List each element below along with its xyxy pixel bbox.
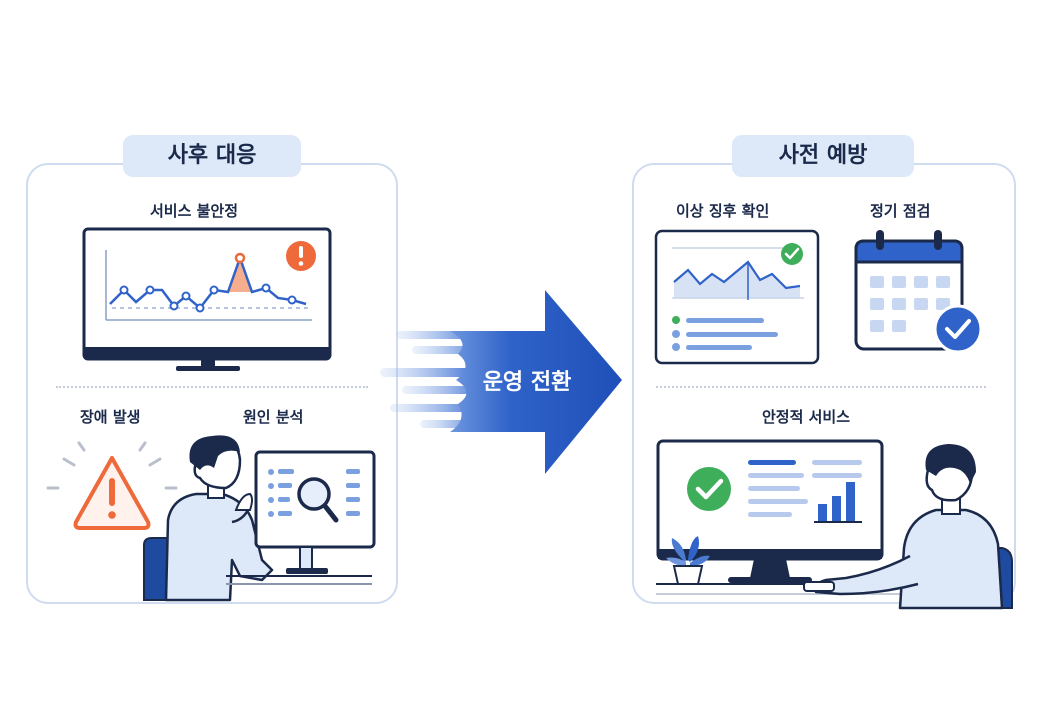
reactive-title: 사후 대응 <box>123 135 301 177</box>
root-cause-label: 원인 분석 <box>243 408 304 426</box>
stable-service-label: 안정적 서비스 <box>762 408 851 426</box>
regular-check-label: 정기 점검 <box>870 202 931 220</box>
anomaly-label: 이상 징후 확인 <box>676 202 770 220</box>
magnifier-icon <box>297 477 339 523</box>
right-divider <box>656 386 986 388</box>
analyst-person <box>143 435 274 602</box>
service-unstable-label: 서비스 불안정 <box>150 202 239 220</box>
proactive-title: 사전 예방 <box>732 135 914 177</box>
operator-person <box>803 444 1013 610</box>
alert-icon <box>286 241 316 271</box>
transition-label: 운영 전환 <box>482 370 572 395</box>
unstable-monitor <box>82 227 332 371</box>
transition-arrow <box>380 290 622 474</box>
anomaly-check-icon <box>781 243 803 265</box>
bar-chart-icon <box>814 482 862 523</box>
anomaly-card <box>654 229 820 365</box>
stable-check-icon <box>687 467 731 511</box>
outage-label: 장애 발생 <box>80 408 141 426</box>
plant-icon <box>666 536 710 585</box>
left-divider <box>56 386 368 388</box>
warning-icon <box>46 441 178 530</box>
calendar-icon <box>854 230 983 354</box>
